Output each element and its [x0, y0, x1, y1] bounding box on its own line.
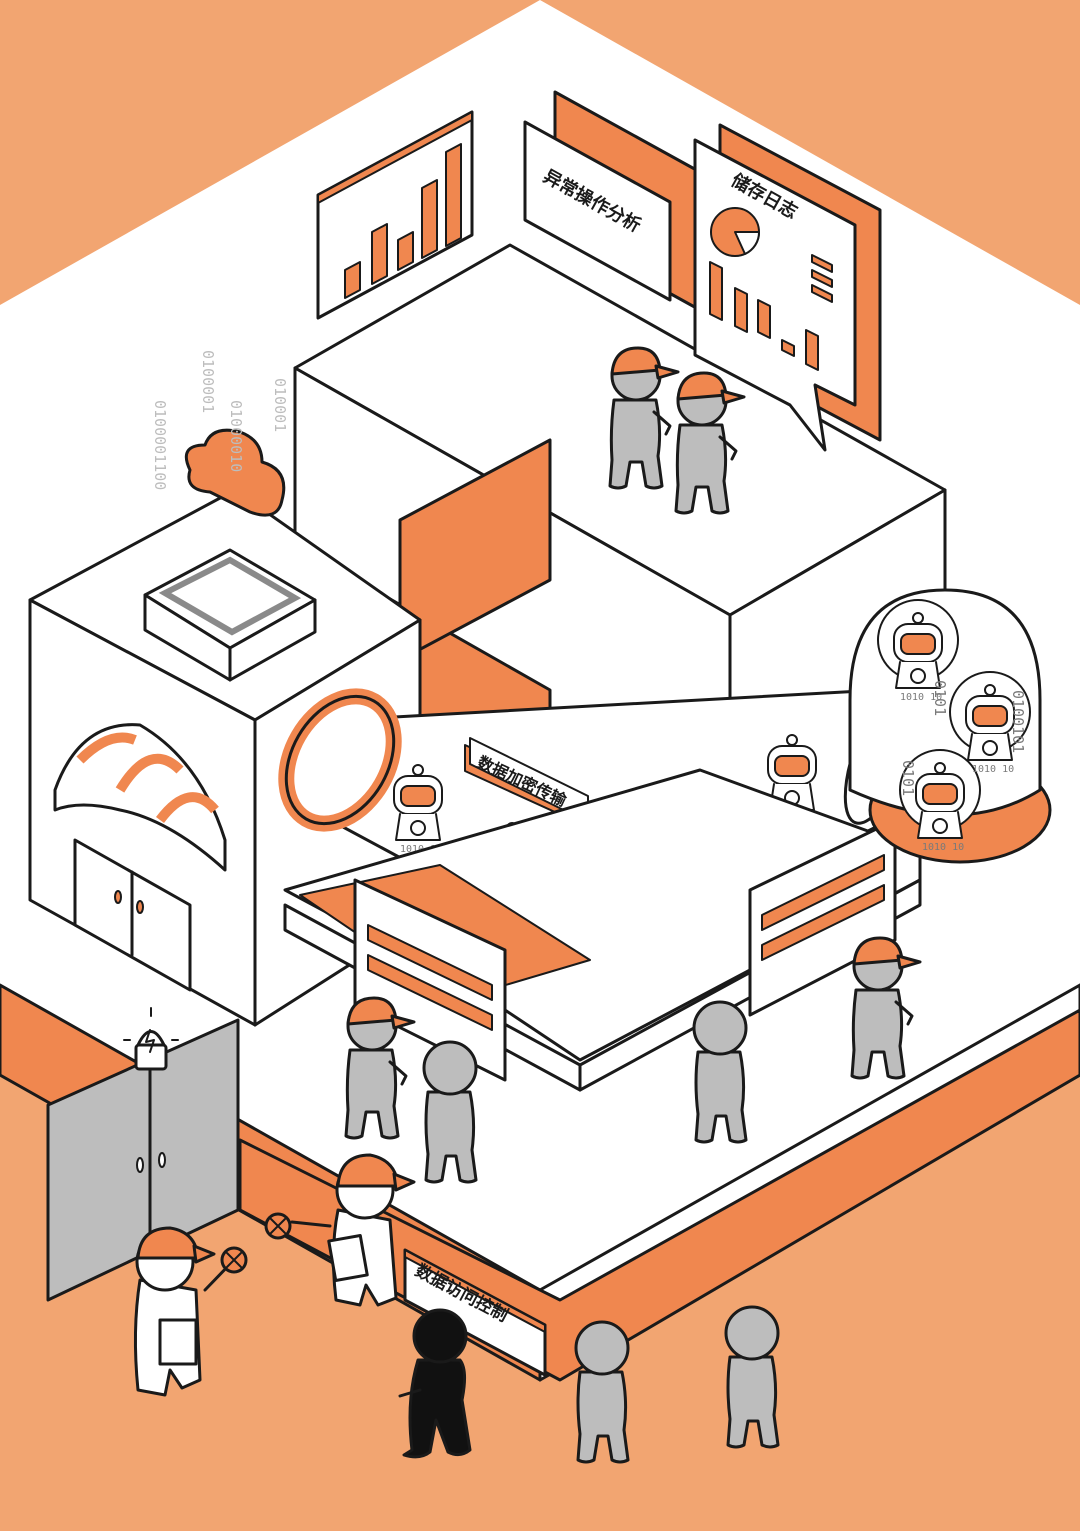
- binary-col-7: 0101: [899, 760, 917, 796]
- anomaly-analysis-board: 异常操作分析: [523, 90, 702, 312]
- binary-col-2: 0100001: [199, 350, 217, 413]
- guard-figure: [133, 1226, 234, 1397]
- alarm-light-icon: [123, 1007, 179, 1071]
- binary-col-5: 0101: [931, 680, 949, 716]
- no-entry-icon: [220, 1246, 248, 1274]
- security-gate: [46, 1007, 240, 1302]
- no-entry-icon: [264, 1212, 292, 1240]
- guard-figure: [290, 1153, 416, 1307]
- bar-chart-icon: [316, 110, 474, 320]
- visitor-figure: [724, 1305, 780, 1449]
- storage-log-board: 储存日志: [693, 123, 882, 452]
- intruder-figure: [398, 1308, 472, 1459]
- binary-col-6: 0100101: [1009, 690, 1027, 753]
- storage-dome: 0101 0100101 0101: [848, 588, 1052, 864]
- binary-col-4: 010001: [271, 378, 289, 432]
- binary-col-3: 01000010: [227, 400, 245, 472]
- cloud-icon: [184, 428, 286, 517]
- binary-stream: 0100001100 0100001 01000010 010001: [151, 350, 289, 490]
- visitor-figure: [574, 1320, 630, 1464]
- pie-chart-icon: [710, 207, 761, 257]
- binary-col-1: 0100001100: [151, 400, 169, 490]
